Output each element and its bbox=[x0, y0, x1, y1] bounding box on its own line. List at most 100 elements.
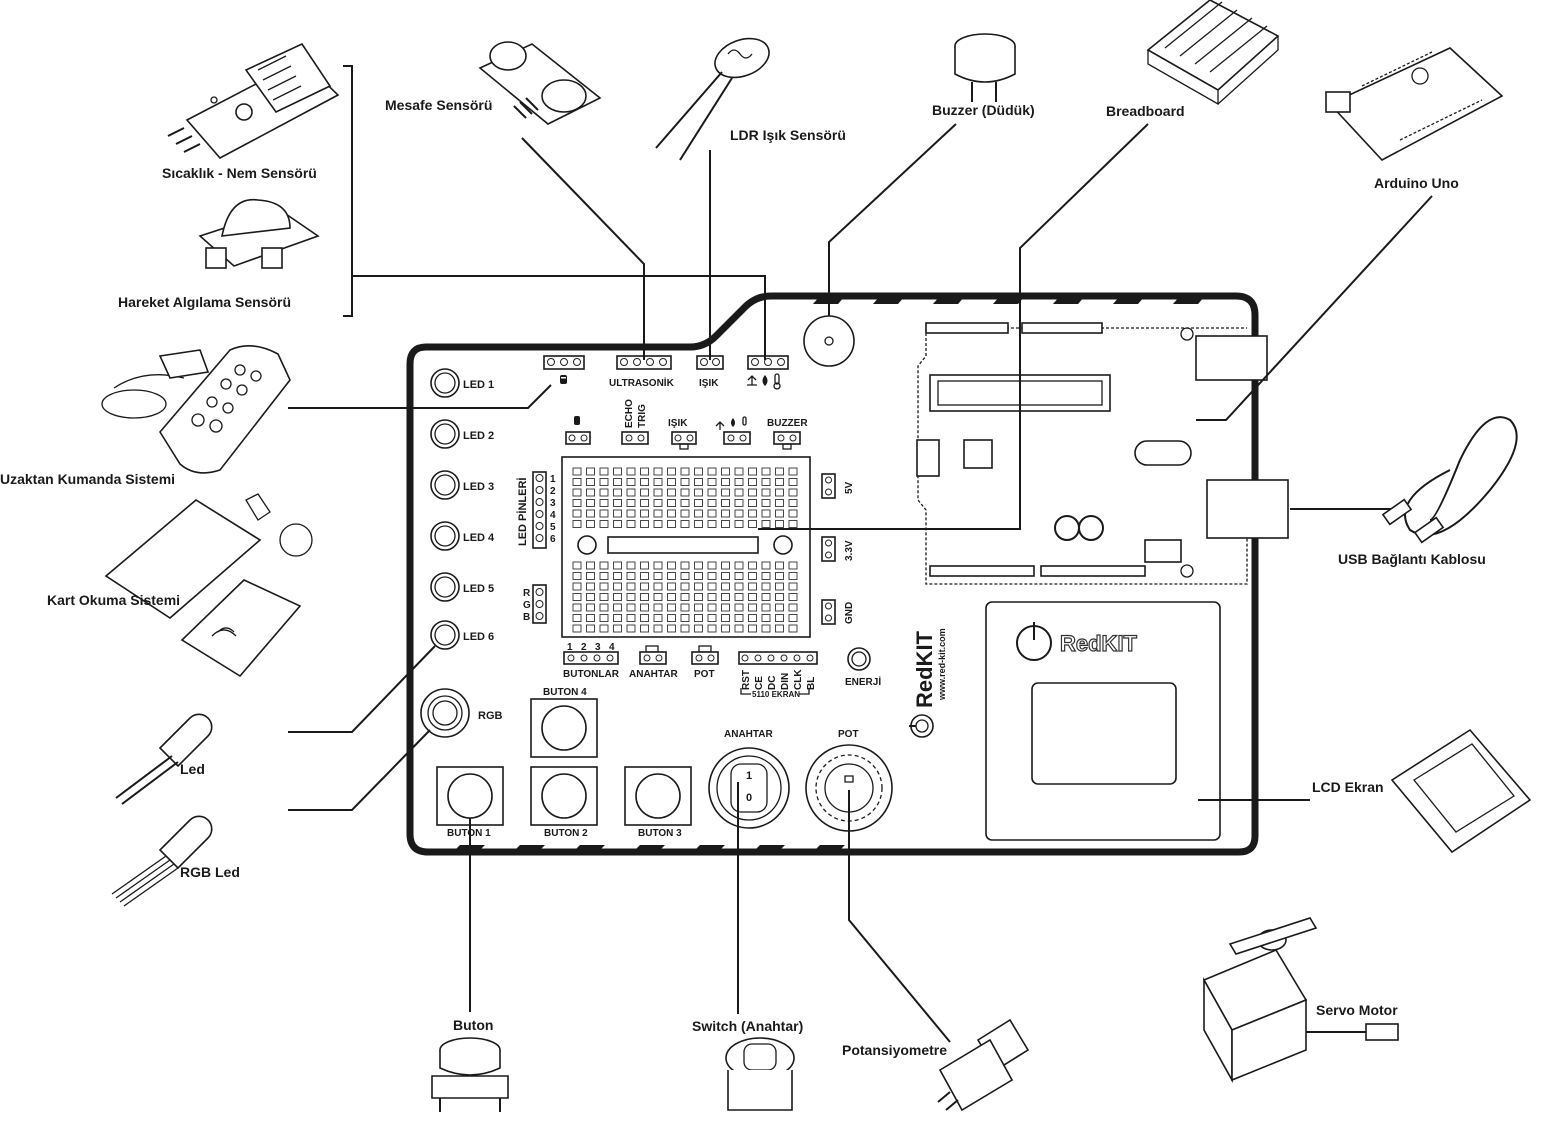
breadboard-hole bbox=[626, 478, 636, 486]
btn-num-2: 2 bbox=[581, 642, 587, 653]
rgb-led-component-icon bbox=[111, 815, 213, 907]
breadboard-hole bbox=[775, 593, 784, 601]
power-pins-group: 5V 3.3V GND bbox=[821, 473, 855, 625]
echo-trig-header: ECHO TRIG bbox=[621, 399, 649, 445]
btn-num-1: 1 bbox=[567, 642, 573, 653]
rgb-led[interactable]: RGB bbox=[420, 688, 503, 738]
breadboard-hole bbox=[653, 467, 663, 476]
breadboard-hole bbox=[599, 509, 609, 518]
led-pin-holes bbox=[535, 474, 544, 542]
breadboard-hole bbox=[572, 593, 582, 601]
breadboard-hole bbox=[788, 509, 798, 518]
anahtar-header: ANAHTAR bbox=[629, 645, 678, 680]
breadboard-hole bbox=[640, 520, 649, 528]
breadboard-hole bbox=[694, 593, 703, 601]
breadboard-hole bbox=[613, 624, 622, 633]
led-5[interactable]: LED 5 bbox=[430, 572, 494, 602]
led-pins-group: LED PİNLERİ 1 2 3 4 5 6 bbox=[516, 471, 556, 549]
breadboard-hole bbox=[653, 499, 663, 507]
breadboard-hole bbox=[667, 603, 676, 612]
breadboard-hole bbox=[788, 467, 798, 476]
lcd-pin-bl: BL bbox=[806, 677, 817, 690]
breadboard-hole bbox=[586, 520, 595, 528]
breadboard-hole bbox=[734, 624, 744, 633]
breadboard-hole bbox=[667, 624, 676, 633]
vertical-brand-power-icon bbox=[909, 714, 934, 738]
breadboard-hole bbox=[653, 603, 663, 612]
breadboard-mount-left bbox=[577, 535, 597, 555]
breadboard-hole bbox=[599, 467, 609, 476]
led-5-label: LED 5 bbox=[463, 583, 494, 595]
breadboard-hole bbox=[613, 499, 622, 507]
breadboard-hole bbox=[721, 499, 730, 507]
breadboard-hole bbox=[572, 488, 582, 497]
distance-label: Mesafe Sensörü bbox=[385, 97, 492, 113]
breadboard-hole bbox=[613, 603, 622, 612]
breadboard-hole bbox=[734, 614, 744, 622]
board-button-3[interactable]: BUTON 3 bbox=[624, 766, 692, 839]
breadboard-hole bbox=[599, 478, 609, 486]
breadboard-hole bbox=[572, 614, 582, 622]
motion-bb-header bbox=[565, 416, 591, 445]
led-pin-4: 4 bbox=[550, 510, 556, 521]
arduino-uno-icon bbox=[1325, 47, 1504, 161]
led-1[interactable]: LED 1 bbox=[430, 368, 494, 398]
breadboard-hole bbox=[599, 561, 609, 570]
mini-breadboard[interactable] bbox=[561, 456, 811, 638]
led-3[interactable]: LED 3 bbox=[430, 470, 494, 500]
board-button-2[interactable]: BUTON 2 bbox=[530, 766, 598, 839]
breadboard-hole bbox=[734, 582, 744, 591]
led-6[interactable]: LED 6 bbox=[430, 620, 494, 650]
breadboard-hole bbox=[586, 499, 595, 507]
breadboard-hole bbox=[653, 488, 663, 497]
echo-label: ECHO bbox=[624, 399, 635, 428]
breadboard-hole bbox=[599, 614, 609, 622]
breadboard-hole bbox=[680, 614, 690, 622]
lcd-module-area[interactable]: RedKIT bbox=[985, 601, 1221, 841]
breadboard-hole bbox=[788, 624, 798, 633]
breadboard-hole bbox=[667, 561, 676, 570]
buzzer-icon bbox=[954, 33, 1016, 102]
breadboard-hole bbox=[613, 509, 622, 518]
breadboard-hole bbox=[586, 603, 595, 612]
breadboard-hole bbox=[599, 499, 609, 507]
board-switch[interactable]: ANAHTAR 1 0 bbox=[708, 729, 790, 829]
breadboard-hole bbox=[572, 561, 582, 570]
ultrasonic-header-label: ULTRASONİK bbox=[609, 376, 675, 389]
breadboard-hole bbox=[721, 614, 730, 622]
top-headers: ULTRASONİK IŞIK bbox=[543, 355, 789, 390]
led-2[interactable]: LED 2 bbox=[430, 419, 494, 449]
breadboard-hole bbox=[788, 561, 798, 570]
breadboard-hole bbox=[761, 488, 771, 497]
buzzer-label: Buzzer (Düdük) bbox=[932, 102, 1035, 118]
ultrasonic-header: ULTRASONİK bbox=[609, 355, 675, 389]
arduino-crystal bbox=[1134, 440, 1192, 466]
pot-board-label: POT bbox=[838, 729, 859, 740]
breadboard-hole bbox=[613, 614, 622, 622]
breadboard-hole bbox=[680, 520, 690, 528]
breadboard-hole bbox=[653, 624, 663, 633]
breadboard-hole bbox=[761, 467, 771, 476]
lcd-pins-caption: 5110 EKRAN bbox=[752, 690, 800, 699]
breadboard-hole bbox=[680, 593, 690, 601]
breadboard-hole bbox=[761, 593, 771, 601]
breadboard-hole bbox=[721, 624, 730, 633]
breadboard-hole bbox=[707, 624, 717, 633]
buzzer-bb-label: BUZZER bbox=[767, 418, 808, 429]
breadboard-hole bbox=[599, 520, 609, 528]
breadboard-headers: ECHO TRIG IŞIK BUZZER bbox=[565, 399, 808, 450]
breadboard-hole bbox=[775, 520, 784, 528]
breadboard-hole bbox=[761, 520, 771, 528]
light-header: IŞIK bbox=[696, 355, 724, 389]
breadboard-hole bbox=[788, 520, 798, 528]
led-4[interactable]: LED 4 bbox=[430, 521, 495, 551]
breadboard-hole bbox=[667, 499, 676, 507]
breadboard-hole bbox=[640, 478, 649, 486]
btn-num-3: 3 bbox=[595, 642, 601, 653]
board-button-4[interactable]: BUTON 4 bbox=[530, 687, 598, 758]
pin-gnd: GND bbox=[821, 599, 855, 625]
breadboard-hole bbox=[775, 499, 784, 507]
breadboard-hole bbox=[680, 467, 690, 476]
breadboard-hole bbox=[640, 624, 649, 633]
breadboard-hole bbox=[734, 467, 744, 476]
